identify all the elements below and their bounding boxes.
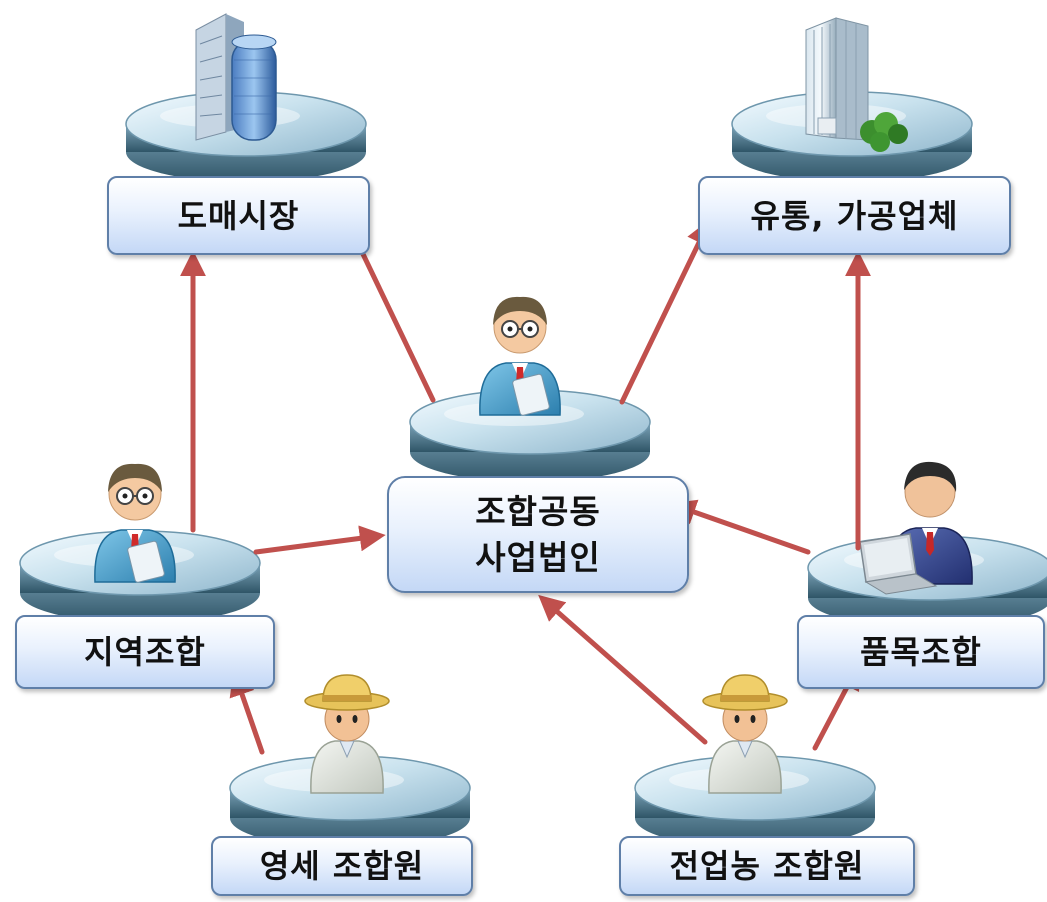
node-joint-corporation: 조합공동 사업법인 <box>387 476 689 593</box>
platform-disc-joint-corporation <box>409 389 651 482</box>
businessman-glasses-icon <box>94 463 176 583</box>
office-building-icon <box>195 13 277 141</box>
node-distribution-processing: 유통, 가공업체 <box>698 176 1011 255</box>
platform-disc-small-member <box>229 755 471 848</box>
node-wholesale-market: 도매시장 <box>107 176 370 255</box>
node-label: 지역조합 <box>84 633 206 671</box>
arrow-item-to-corporation <box>669 499 811 555</box>
node-label: 도매시장 <box>177 196 300 235</box>
node-label-line2: 사업법인 <box>475 537 601 577</box>
node-label-line1: 조합공동 <box>475 491 601 531</box>
node-label: 전업농 조합원 <box>669 847 865 885</box>
platform-disc-wholesale <box>125 91 367 182</box>
node-item-coop: 품목조합 <box>797 615 1045 689</box>
arrow-small-to-regional <box>229 669 265 755</box>
businessman-laptop-icon <box>859 461 973 595</box>
connector-wholesale-to-corporation <box>359 249 436 403</box>
node-label: 품목조합 <box>860 633 982 671</box>
farmer-straw-hat-icon <box>304 674 390 794</box>
businessman-glasses-icon <box>479 296 561 416</box>
arrow-fulltime-to-corporation <box>538 594 708 745</box>
node-fulltime-member: 전업농 조합원 <box>619 836 915 896</box>
farmer-straw-hat-icon <box>702 674 788 794</box>
arrow-corporation-to-distribution <box>619 218 711 405</box>
node-small-member: 영세 조합원 <box>211 836 473 896</box>
arrow-regional-to-corporation <box>253 525 386 555</box>
tower-building-with-tree-icon <box>805 17 908 152</box>
node-label: 유통, 가공업체 <box>750 196 959 235</box>
node-label: 영세 조합원 <box>259 847 425 885</box>
node-regional-coop: 지역조합 <box>15 615 275 689</box>
